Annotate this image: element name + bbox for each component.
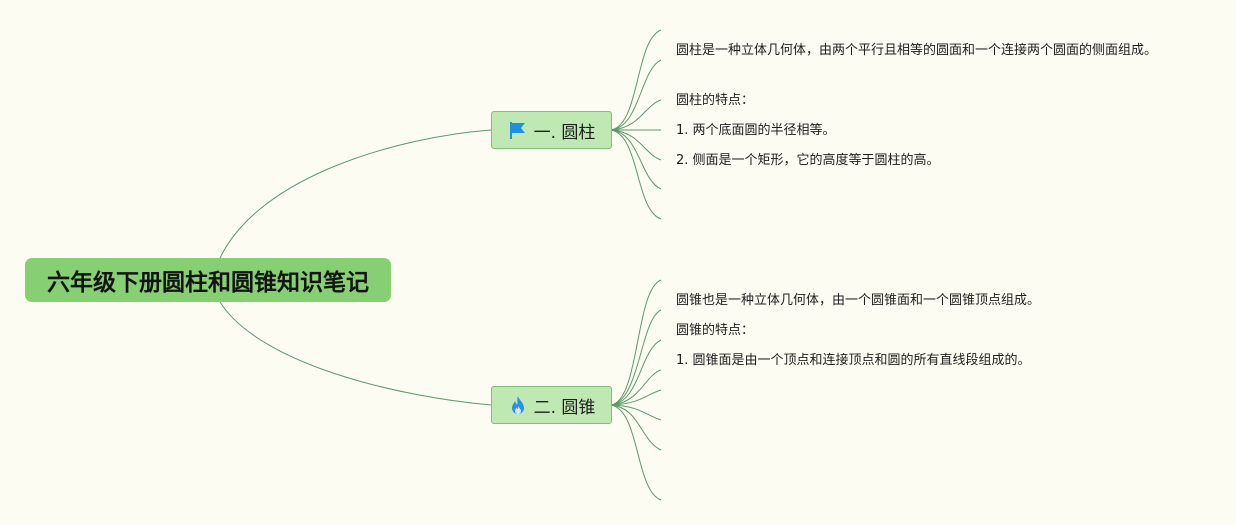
note-cylinder-features-heading[interactable]: 圆柱的特点：: [676, 93, 755, 108]
branch-topic-label: 一. 圆柱: [533, 122, 596, 143]
branch-topic-label: 二. 圆锥: [533, 397, 596, 418]
connector-root-branch-2: [219, 301, 492, 406]
branch-1-leaf-connectors: [610, 29, 662, 220]
branch-topic-cone[interactable]: 二. 圆锥: [491, 386, 612, 424]
note-cylinder-definition[interactable]: 圆柱是一种立体几何体，由两个平行且相等的圆面和一个连接两个圆面的侧面组成。: [676, 43, 1158, 58]
note-cone-definition[interactable]: 圆锥也是一种立体几何体，由一个圆锥面和一个圆锥顶点组成。: [676, 293, 1041, 308]
root-topic-title: 六年级下册圆柱和圆锥知识笔记: [47, 270, 369, 296]
connector-root-branch-1: [219, 129, 492, 259]
fire-icon: [508, 395, 528, 415]
note-cone-feature-1[interactable]: 1. 圆锥面是由一个顶点和连接顶点和圆的所有直线段组成的。: [676, 353, 1031, 368]
branch-topic-cylinder[interactable]: 一. 圆柱: [491, 111, 612, 149]
root-topic[interactable]: 六年级下册圆柱和圆锥知识笔记: [25, 258, 391, 302]
branch-2-leaf-connectors: [610, 279, 662, 501]
note-cylinder-feature-2[interactable]: 2. 侧面是一个矩形，它的高度等于圆柱的高。: [676, 153, 940, 168]
note-cylinder-feature-1[interactable]: 1. 两个底面圆的半径相等。: [676, 123, 836, 138]
flag-icon: [508, 120, 528, 140]
note-cone-features-heading[interactable]: 圆锥的特点：: [676, 323, 755, 338]
